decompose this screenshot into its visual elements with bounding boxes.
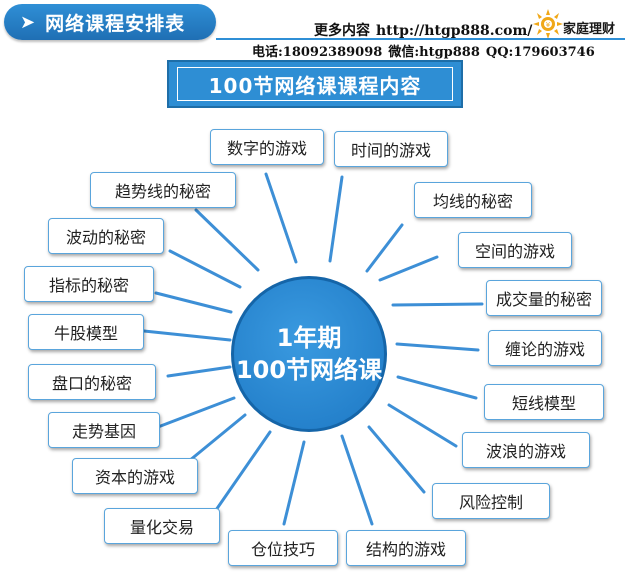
topic-box: 时间的游戏	[334, 131, 448, 167]
topic-box: 仓位技巧	[228, 530, 338, 566]
contact-line: 电话:18092389098 微信:htgp888 QQ:179603746	[252, 41, 601, 60]
ray-line	[378, 255, 439, 282]
topic-box: 均线的秘密	[414, 182, 532, 218]
ray-line	[282, 440, 306, 526]
ray-line	[142, 329, 232, 342]
ray-line	[391, 302, 484, 307]
topic-box: 短线模型	[484, 384, 604, 420]
contact-wechat: 微信:htgp888	[388, 45, 480, 60]
topic-box: 风险控制	[432, 483, 550, 519]
topic-box: 量化交易	[104, 508, 220, 544]
header-divider	[216, 38, 625, 40]
ray-line	[365, 223, 404, 273]
center-circle: 1年期 100节网络课	[231, 276, 387, 432]
ray-line	[168, 249, 242, 289]
topic-box: 牛股模型	[28, 314, 144, 350]
topic-box: 数字的游戏	[210, 129, 324, 165]
header-title: 网络课程安排表	[45, 12, 186, 35]
topic-box: 盘口的秘密	[28, 364, 156, 400]
ray-line	[328, 175, 344, 263]
arrow-right-icon: ➤	[20, 11, 36, 33]
svg-text:¥: ¥	[546, 21, 551, 29]
ray-line	[264, 172, 298, 264]
ray-line	[154, 291, 233, 314]
contact-qq: QQ:179603746	[485, 45, 595, 60]
topic-box: 波浪的游戏	[462, 432, 590, 468]
sun-logo-icon: ¥	[533, 9, 563, 39]
ray-line	[367, 425, 426, 494]
topic-box: 结构的游戏	[346, 530, 466, 566]
ray-line	[387, 403, 458, 448]
topic-box: 走势基因	[48, 412, 160, 448]
center-line1: 1年期	[276, 324, 342, 352]
ray-line	[156, 396, 236, 429]
banner-title: 100节网络课课程内容	[177, 67, 453, 101]
contact-phone: 电话:18092389098	[252, 45, 383, 60]
more-label: 更多内容	[314, 23, 370, 39]
topic-box: 资本的游戏	[72, 458, 198, 494]
brand-logo: ¥ 家庭理财	[533, 8, 625, 44]
site-url[interactable]: http://htgp888.com/	[376, 23, 533, 39]
ray-line	[214, 430, 272, 512]
topic-box: 波动的秘密	[48, 218, 164, 254]
ray-line	[194, 208, 260, 272]
logo-text: 家庭理财	[563, 22, 616, 37]
more-content-line: 更多内容 http://htgp888.com/	[314, 20, 532, 40]
topic-box: 指标的秘密	[24, 266, 154, 302]
course-banner: 100节网络课课程内容	[167, 60, 463, 108]
header-tab: ➤ 网络课程安排表	[4, 4, 216, 40]
topic-box: 缠论的游戏	[488, 330, 602, 366]
ray-line	[396, 375, 478, 400]
ray-line	[166, 365, 232, 378]
ray-line	[395, 342, 480, 352]
topic-box: 空间的游戏	[458, 232, 572, 268]
ray-line	[340, 434, 374, 526]
topic-box: 成交量的秘密	[486, 280, 602, 316]
center-line2: 100节网络课	[235, 356, 383, 384]
topic-box: 趋势线的秘密	[90, 172, 236, 208]
